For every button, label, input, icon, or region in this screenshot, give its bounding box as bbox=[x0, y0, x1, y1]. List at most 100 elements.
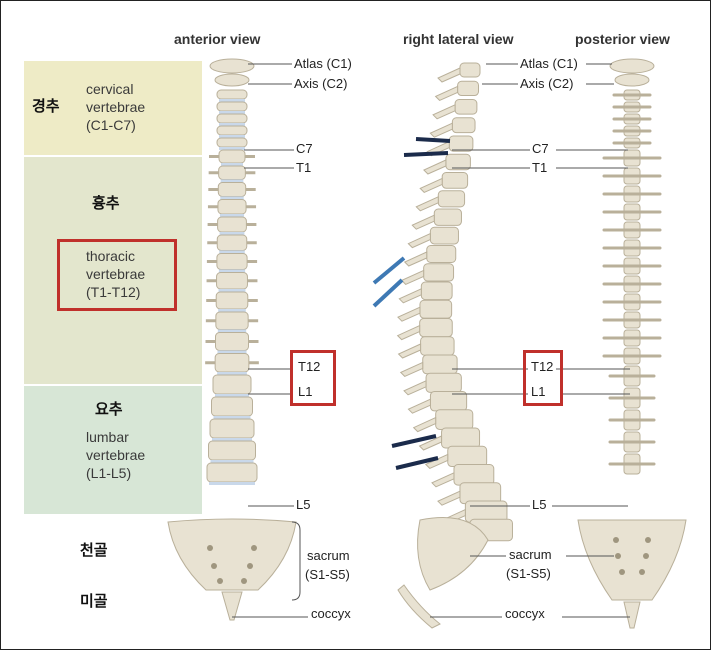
intervertebral-disc bbox=[218, 289, 246, 292]
spinous-process bbox=[429, 122, 453, 138]
anterior-vertebra bbox=[216, 113, 248, 124]
anterior-vertebra bbox=[212, 374, 252, 395]
l1-label-anterior: L1 bbox=[297, 384, 314, 399]
t1-label-lateral: T1 bbox=[531, 160, 549, 175]
lumbar-korean-label: 요추 bbox=[95, 401, 123, 418]
intervertebral-disc bbox=[219, 214, 245, 217]
intervertebral-disc bbox=[219, 111, 245, 114]
spinous-process bbox=[418, 435, 443, 451]
lateral-vertebra bbox=[441, 172, 469, 189]
intervertebral-disc bbox=[210, 460, 254, 463]
lateral-vertebra bbox=[423, 263, 455, 282]
anterior-vertebra bbox=[216, 101, 248, 112]
spinous-process bbox=[396, 324, 421, 341]
sacral-foramen bbox=[217, 578, 223, 584]
sacrum-anterior bbox=[167, 518, 297, 591]
coccyx-anterior bbox=[221, 591, 243, 621]
anterior-vertebra bbox=[214, 353, 250, 373]
sacral-foramen bbox=[645, 537, 651, 543]
lateral-vertebra bbox=[426, 245, 457, 263]
anterior-vertebra bbox=[211, 396, 253, 417]
marker-bar bbox=[395, 456, 439, 470]
atlas-vertebra bbox=[209, 58, 255, 74]
anterior-vertebra bbox=[209, 418, 255, 439]
lateral-vertebra bbox=[422, 354, 458, 375]
coccyx-label-anterior: coccyx bbox=[310, 606, 352, 621]
l5-label-anterior: L5 bbox=[295, 497, 312, 512]
t1-label-anterior: T1 bbox=[295, 160, 313, 175]
lateral-vertebra bbox=[425, 372, 462, 393]
spinous-process bbox=[437, 67, 461, 83]
lateral-vertebra bbox=[429, 226, 459, 245]
anterior-vertebra bbox=[216, 234, 248, 251]
c7-label-lateral: C7 bbox=[531, 141, 550, 156]
lateral-vertebra bbox=[433, 208, 462, 226]
intervertebral-disc bbox=[217, 350, 247, 354]
anterior-vertebra bbox=[216, 125, 248, 136]
axis-label-anterior: Axis (C2) bbox=[293, 76, 349, 91]
lateral-vertebra bbox=[435, 409, 474, 430]
spinous-process bbox=[411, 214, 435, 230]
lumbar-group-label: lumbar vertebrae (L1-L5) bbox=[86, 429, 146, 481]
posterior-view-title: posterior view bbox=[575, 31, 670, 47]
axis-vertebra bbox=[214, 73, 250, 87]
lateral-vertebra bbox=[437, 190, 466, 208]
spinous-process bbox=[419, 177, 443, 193]
lateral-vertebra bbox=[447, 445, 488, 468]
marker-bar bbox=[372, 278, 404, 308]
sacral-foramen bbox=[211, 563, 217, 569]
anterior-vertebra bbox=[217, 182, 247, 197]
t12-l1-highlight-box-lateral bbox=[523, 350, 563, 406]
spinous-process bbox=[423, 159, 447, 175]
lateral-vertebra bbox=[457, 80, 480, 97]
intervertebral-disc bbox=[220, 179, 244, 183]
spinous-process bbox=[412, 416, 437, 433]
sacral-foramen bbox=[247, 563, 253, 569]
intervertebral-disc bbox=[209, 482, 255, 485]
marker-bar bbox=[403, 151, 449, 157]
sacrum-bracket bbox=[291, 521, 301, 601]
thoracic-highlight-box bbox=[57, 239, 177, 311]
anterior-vertebra bbox=[215, 291, 249, 310]
anterior-vertebra bbox=[215, 311, 249, 330]
marker-bar bbox=[372, 256, 406, 285]
intervertebral-disc bbox=[219, 250, 245, 254]
spinous-process bbox=[403, 380, 427, 396]
intervertebral-disc bbox=[219, 232, 245, 235]
sacral-foramen bbox=[251, 545, 257, 551]
lateral-vertebra bbox=[445, 153, 471, 171]
marker-bar bbox=[415, 137, 451, 143]
sacrum-label-lateral: sacrum bbox=[508, 547, 553, 562]
spinous-process bbox=[432, 104, 456, 120]
anterior-vertebra bbox=[206, 462, 258, 483]
intervertebral-disc bbox=[220, 196, 244, 200]
lateral-vertebra bbox=[453, 464, 495, 486]
spinous-process bbox=[407, 232, 431, 249]
coccyx-label-lateral: coccyx bbox=[504, 606, 546, 621]
intervertebral-disc bbox=[217, 372, 247, 375]
anterior-vertebra bbox=[218, 149, 246, 164]
lumbar-region-band bbox=[24, 386, 202, 514]
lateral-vertebra bbox=[419, 299, 453, 319]
sacral-foramen bbox=[207, 545, 213, 551]
anterior-vertebra bbox=[215, 332, 249, 351]
intervertebral-disc bbox=[215, 394, 249, 397]
lateral-vertebra bbox=[454, 99, 478, 115]
lateral-vertebra bbox=[448, 135, 474, 152]
l1-label-lateral: L1 bbox=[530, 384, 547, 399]
atlas-posterior bbox=[609, 58, 655, 74]
sacral-foramen bbox=[639, 569, 645, 575]
lateral-vertebra bbox=[451, 117, 476, 134]
intervertebral-disc bbox=[219, 99, 245, 102]
intervertebral-disc bbox=[218, 309, 246, 312]
lateral-vertebra bbox=[420, 336, 455, 356]
intervertebral-disc bbox=[213, 416, 251, 419]
sacrum-lateral bbox=[417, 517, 489, 591]
anterior-vertebra bbox=[217, 216, 247, 233]
sacrum-range-label-anterior: (S1-S5) bbox=[304, 567, 351, 582]
c7-label-anterior: C7 bbox=[295, 141, 314, 156]
intervertebral-disc bbox=[219, 135, 245, 138]
anterior-vertebra bbox=[216, 137, 248, 148]
anterior-vertebra bbox=[216, 89, 248, 100]
